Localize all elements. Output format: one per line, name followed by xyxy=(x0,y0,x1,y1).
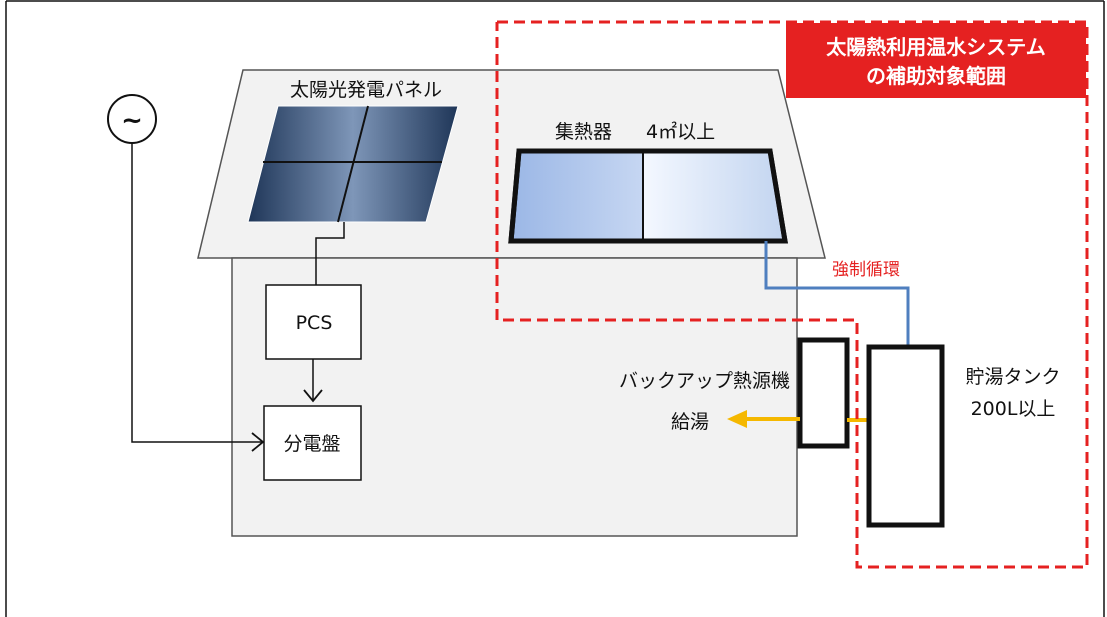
subsidy-scope-label-box xyxy=(786,23,1086,98)
subsidy-scope-outline xyxy=(495,20,1089,569)
solar-panel xyxy=(247,105,459,223)
tank-label-line2: 200L以上 xyxy=(971,398,1056,420)
hot-water-arrowhead xyxy=(727,410,747,428)
pcs-label: PCS xyxy=(296,312,333,334)
grid-to-board-arrowhead xyxy=(251,432,265,452)
tank-label-line1: 貯湯タンク xyxy=(965,366,1060,388)
solar-collector xyxy=(508,148,788,244)
subsidy-scope-label-line1: 太陽熱利用温水システム xyxy=(826,35,1045,59)
pv-to-pcs-wire xyxy=(315,222,345,285)
hot-water-supply-label: 給湯 xyxy=(671,411,709,433)
backup-heater-box xyxy=(797,337,850,449)
ac-source-symbol: ~ xyxy=(121,106,143,136)
storage-tank-box xyxy=(866,344,945,528)
collector-label: 集熱器 xyxy=(555,121,612,143)
collector-size-label: 4㎡以上 xyxy=(646,120,715,143)
forced-circulation-pipe xyxy=(764,241,910,345)
subsidy-scope-label-line2: の補助対象範囲 xyxy=(866,64,1006,88)
forced-circulation-label: 強制循環 xyxy=(832,260,900,280)
distribution-board-label: 分電盤 xyxy=(283,433,340,455)
pcs-to-board-arrowhead xyxy=(303,389,323,403)
distribution-board-box xyxy=(263,405,362,481)
solar-panel-label: 太陽光発電パネル xyxy=(290,79,442,101)
grid-to-board-wire xyxy=(131,143,262,443)
backup-heater-label: バックアップ熱源機 xyxy=(619,370,790,392)
